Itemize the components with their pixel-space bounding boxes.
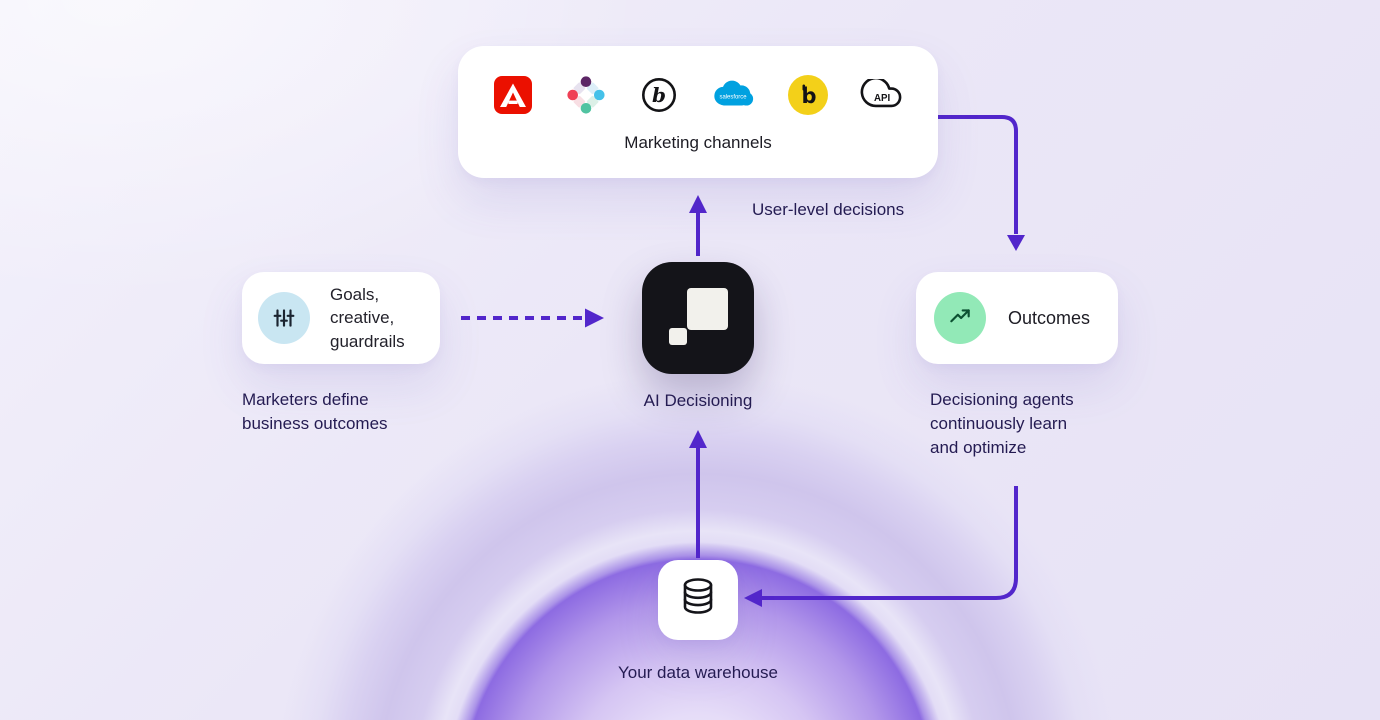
- user-level-decisions-caption: User-level decisions: [752, 200, 905, 219]
- channels-to-outcomes-arrow-head: [1007, 235, 1025, 251]
- svg-text:b: b: [652, 83, 666, 107]
- data-warehouse-label: Your data warehouse: [617, 663, 779, 682]
- goals-card: Goals, creative, guardrails: [242, 272, 440, 364]
- adobe-logo-icon: [494, 76, 532, 114]
- outcomes-to-warehouse-arrow-head: [744, 589, 762, 607]
- channels-to-outcomes-arrow-line: [938, 115, 1018, 234]
- data-warehouse-card: [658, 560, 738, 640]
- outcomes-to-warehouse-arrow-line: [762, 486, 1018, 600]
- channel-logo-row: b salesforce b: [458, 73, 938, 117]
- ai-decisioning-label: AI Decisioning: [643, 391, 753, 410]
- salesforce-logo-icon: salesforce: [710, 78, 756, 112]
- goals-line-1: Goals,: [330, 284, 380, 304]
- yellow-b-logo-icon: b: [788, 75, 828, 115]
- marketing-channels-label: Marketing channels: [624, 133, 772, 152]
- sliders-icon: [258, 292, 310, 344]
- ai-logo-big-square: [687, 288, 728, 330]
- marketing-channels-card: b salesforce b: [458, 46, 938, 178]
- ai-logo-small-square: [669, 328, 687, 345]
- agents-caption-line-1: Decisioning agents: [930, 390, 1074, 409]
- warehouse-to-ai-arrow-head: [689, 430, 707, 448]
- api-cloud-icon: API: [860, 78, 902, 112]
- svg-text:API: API: [874, 92, 891, 103]
- goals-line-2: creative,: [330, 308, 395, 328]
- dashed-arrow-head: [585, 308, 604, 328]
- ai-decisioning-logo: [642, 262, 754, 374]
- svg-text:b: b: [801, 84, 816, 108]
- trending-up-icon: [934, 292, 986, 344]
- agents-caption-line-2: continuously learn: [930, 414, 1068, 433]
- outcomes-card: Outcomes: [916, 272, 1118, 364]
- goals-card-text: Goals, creative, guardrails: [330, 283, 405, 354]
- goals-line-3: guardrails: [330, 331, 405, 351]
- marketers-caption-line-1: Marketers define: [242, 390, 369, 409]
- ai-to-channels-arrow-head: [689, 195, 707, 213]
- svg-text:salesforce: salesforce: [719, 94, 747, 100]
- iterable-logo-icon: [564, 73, 608, 117]
- outcomes-label: Outcomes: [1008, 307, 1091, 328]
- marketers-caption-line-2: business outcomes: [242, 414, 388, 433]
- braze-logo-icon: b: [640, 76, 678, 114]
- agents-caption: Decisioning agents continuously learn an…: [930, 388, 1074, 460]
- database-icon: [678, 575, 718, 626]
- marketers-caption: Marketers define business outcomes: [242, 388, 388, 436]
- agents-caption-line-3: and optimize: [930, 438, 1027, 457]
